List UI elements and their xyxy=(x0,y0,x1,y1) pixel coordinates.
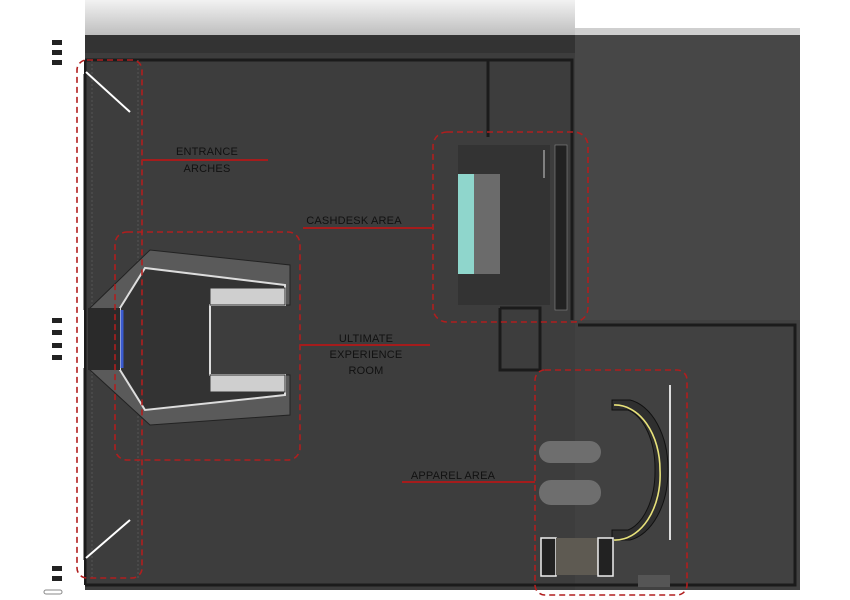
label-apparel: APPAREL AREA xyxy=(411,470,496,482)
label-experience-line2: EXPERIENCE xyxy=(330,349,403,361)
display-table xyxy=(539,441,601,463)
entrance-door-middle xyxy=(48,310,84,368)
apparel-fixtures xyxy=(539,385,671,587)
walls xyxy=(83,58,797,587)
label-cashdesk: CASHDESK AREA xyxy=(306,215,402,227)
zone-apparel xyxy=(534,369,688,596)
adjacent-space xyxy=(575,35,800,320)
cashdesk xyxy=(458,144,568,311)
entrance-door-bottom xyxy=(43,519,131,595)
label-entrance-line1: ENTRANCE xyxy=(176,146,238,158)
curved-display xyxy=(611,399,669,541)
display-track xyxy=(613,404,661,541)
label-experience-line1: ULTIMATE xyxy=(339,333,393,345)
roof-shadow xyxy=(575,28,800,36)
label-entrance-line2: ARCHES xyxy=(183,163,230,175)
label-experience-line3: ROOM xyxy=(348,365,383,377)
display-table xyxy=(539,480,601,505)
cashdesk-counter xyxy=(458,174,474,274)
roof-shadow xyxy=(85,0,575,36)
zone-entrance-arches xyxy=(76,59,143,579)
top-wall-band xyxy=(85,35,575,53)
